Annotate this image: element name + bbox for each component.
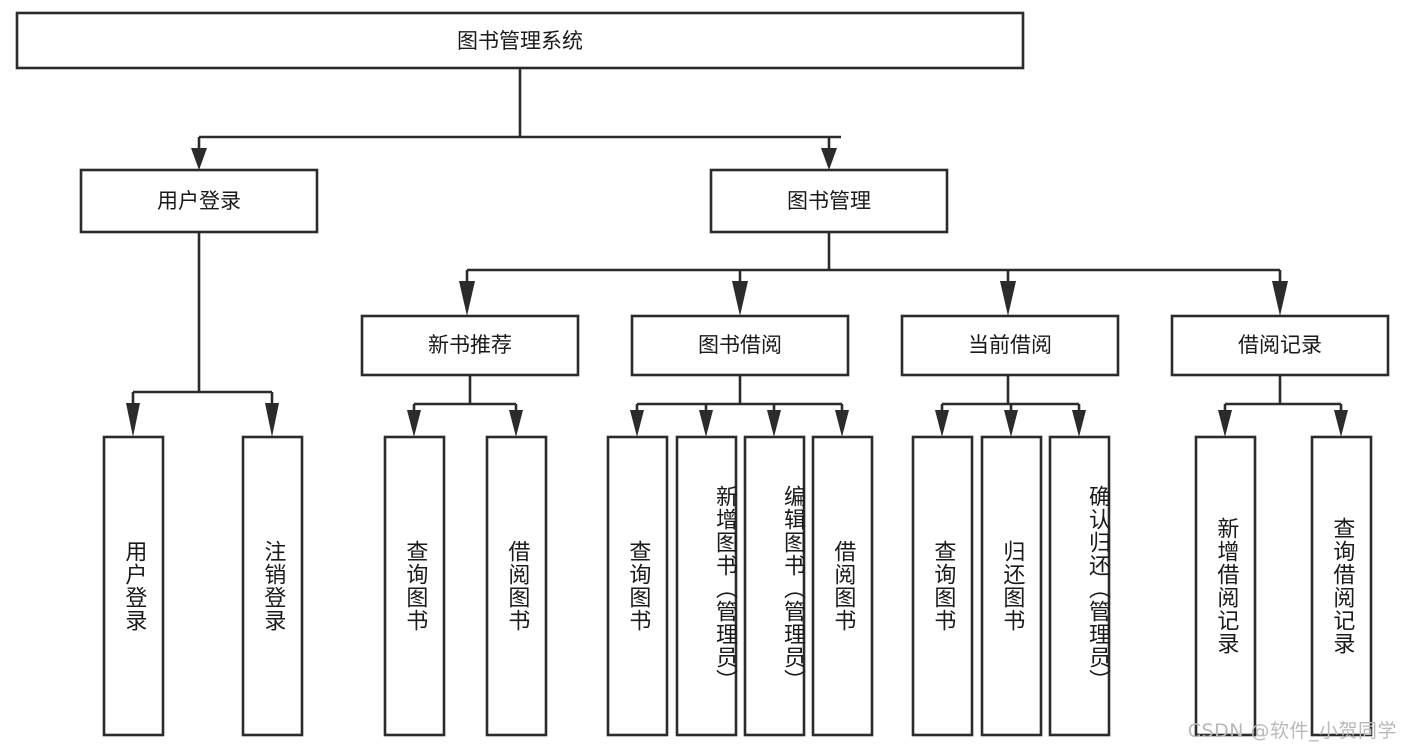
node-book-management-box[interactable] bbox=[709, 168, 949, 234]
node-leaf-confirm-return-box[interactable] bbox=[1048, 435, 1111, 737]
arrow-head-leaf-borrow-books-new bbox=[509, 410, 523, 437]
node-leaf-borrow-book-box[interactable] bbox=[811, 435, 874, 737]
node-leaf-return-book-box[interactable] bbox=[980, 435, 1043, 737]
arrow-head-book-borrow bbox=[732, 281, 748, 316]
node-root-label: 图书管理系统 bbox=[457, 29, 583, 53]
arrow-head-leaf-query-record bbox=[1334, 410, 1348, 437]
edge-group-book-borrow bbox=[630, 375, 849, 437]
node-leaf-borrow-books-new-box[interactable] bbox=[485, 435, 548, 737]
arrow-head-user-login bbox=[191, 148, 207, 170]
node-user-login[interactable]: 用户登录 bbox=[79, 168, 319, 234]
arrow-head-leaf-confirm-return bbox=[1072, 410, 1086, 437]
node-leaf-query-books-current-box[interactable] bbox=[911, 435, 974, 737]
node-leaf-query-record-box[interactable] bbox=[1310, 435, 1373, 737]
arrow-head-leaf-query-books-borrow bbox=[630, 410, 644, 437]
node-leaf-add-record-box[interactable] bbox=[1194, 435, 1257, 737]
arrow-head-leaf-borrow-book bbox=[835, 410, 849, 437]
arrow-head-leaf-edit-book bbox=[767, 410, 781, 437]
node-book-borrow[interactable]: 图书借阅 bbox=[630, 314, 850, 377]
node-user-login-box[interactable] bbox=[79, 168, 319, 234]
node-leaf-edit-book-box[interactable] bbox=[743, 435, 806, 737]
edge-group-book-management bbox=[459, 232, 1288, 316]
node-book-borrow-label: 图书借阅 bbox=[698, 333, 782, 357]
edge-group-user-login bbox=[126, 232, 279, 437]
arrow-head-leaf-query-books-new bbox=[407, 410, 421, 437]
node-borrow-record-box[interactable] bbox=[1170, 314, 1390, 377]
edge-group-new-book-recommend bbox=[407, 375, 523, 437]
arrow-head-leaf-return-book bbox=[1004, 410, 1018, 437]
node-new-book-recommend-label: 新书推荐 bbox=[428, 333, 512, 357]
node-new-book-recommend-box[interactable] bbox=[360, 314, 580, 377]
arrow-head-leaf-logout bbox=[265, 403, 279, 437]
node-current-borrow-label: 当前借阅 bbox=[968, 333, 1052, 357]
node-leaf-logout-box[interactable] bbox=[241, 435, 304, 737]
watermark-text: CSDN @软件_小贺同学 bbox=[1187, 720, 1397, 742]
edge-group-current-borrow bbox=[935, 375, 1086, 437]
arrow-head-leaf-add-book bbox=[699, 410, 713, 437]
node-book-management-label: 图书管理 bbox=[787, 189, 871, 213]
node-root-box[interactable] bbox=[15, 11, 1025, 70]
arrow-head-leaf-add-record bbox=[1218, 410, 1232, 437]
node-leaf-add-book-box[interactable] bbox=[675, 435, 738, 737]
arrow-head-leaf-user-login bbox=[126, 403, 140, 437]
node-user-login-label: 用户登录 bbox=[157, 189, 241, 213]
node-new-book-recommend[interactable]: 新书推荐 bbox=[360, 314, 580, 377]
node-current-borrow-box[interactable] bbox=[900, 314, 1120, 377]
node-leaf-query-books-new-box[interactable] bbox=[383, 435, 446, 737]
node-book-borrow-box[interactable] bbox=[630, 314, 850, 377]
arrow-head-borrow-record bbox=[1272, 281, 1288, 316]
node-book-management[interactable]: 图书管理 bbox=[709, 168, 949, 234]
edge-group-borrow-record bbox=[1218, 375, 1348, 437]
node-root[interactable]: 图书管理系统 bbox=[15, 11, 1025, 70]
node-leaf-user-login-box[interactable] bbox=[102, 435, 165, 737]
node-current-borrow[interactable]: 当前借阅 bbox=[900, 314, 1120, 377]
edge-group-root bbox=[191, 68, 841, 170]
arrow-head-current-borrow bbox=[1000, 281, 1016, 316]
arrow-head-leaf-query-books-current bbox=[935, 410, 949, 437]
node-leaf-query-books-borrow-box[interactable] bbox=[606, 435, 669, 737]
arrow-head-new-book-recommend bbox=[459, 281, 475, 316]
node-borrow-record-label: 借阅记录 bbox=[1238, 333, 1322, 357]
node-borrow-record[interactable]: 借阅记录 bbox=[1170, 314, 1390, 377]
arrow-head-book-management bbox=[821, 148, 837, 170]
